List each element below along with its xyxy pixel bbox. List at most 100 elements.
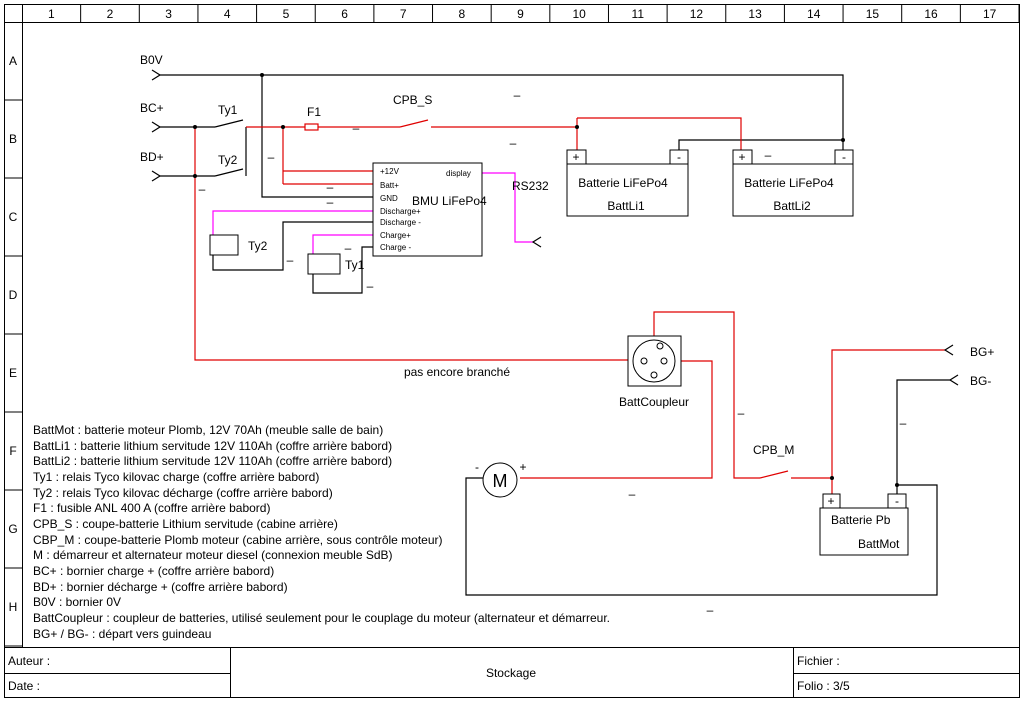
- wire-mark: –: [327, 195, 334, 209]
- terminal-rs232-symbol: [531, 236, 542, 248]
- legend-line: BD+ : bornier décharge + (coffre arrière…: [33, 580, 288, 594]
- column-number: 3: [165, 7, 172, 21]
- legend-line: M : démarreur et alternateur moteur dies…: [33, 548, 393, 562]
- row-letter: E: [9, 366, 17, 380]
- battery-box: [819, 507, 909, 556]
- battery-plus-sign: +: [827, 494, 834, 508]
- wire-motor-minus: [465, 477, 938, 596]
- fuse-f1-symbol: [304, 123, 319, 131]
- bmu-pin-display: display: [446, 169, 471, 178]
- battery-box: [566, 163, 689, 217]
- wire-bmu-gnd: [261, 75, 373, 198]
- legend-line: F1 : fusible ANL 400 A (coffre arrière b…: [33, 501, 270, 515]
- ground-wires: [160, 74, 950, 596]
- wire-display-rs232: [482, 172, 533, 243]
- column-number: 5: [283, 7, 290, 21]
- switch-cpb-s-label: CPB_S: [393, 93, 432, 107]
- relay-coil-ty1-box: [307, 253, 341, 275]
- motor-symbol: M: [493, 471, 508, 491]
- motor: M + -: [475, 460, 527, 498]
- power-wires: [194, 117, 945, 498]
- column-number: 11: [632, 7, 645, 21]
- switch-ty1-blade: [214, 119, 244, 128]
- wire-mark: –: [900, 416, 907, 430]
- signal-wires: [212, 172, 533, 254]
- column-number: 12: [690, 7, 704, 21]
- wire-discharge-plus: [212, 210, 373, 235]
- not-connected-note: pas encore branché: [404, 365, 510, 379]
- row-letter: A: [9, 54, 17, 68]
- column-number: 8: [459, 7, 466, 21]
- wire-mark: –: [510, 136, 517, 150]
- column-number: 9: [517, 7, 524, 21]
- title-block: Auteur : Date : Stockage Fichier : Folio…: [8, 654, 850, 693]
- column-number: 15: [866, 7, 880, 21]
- row-letter: B: [9, 132, 17, 146]
- switch-ty2-blade: [214, 168, 244, 177]
- junction-dots: [193, 73, 899, 487]
- battery-minus-sign: -: [895, 494, 899, 508]
- legend-line: Ty2 : relais Tyco kilovac décharge (coff…: [33, 486, 333, 500]
- junction-dot: [575, 125, 579, 129]
- battery-name-label: BattMot: [858, 537, 900, 551]
- relay-coil-ty2: Ty2: [209, 234, 268, 256]
- junction-dot: [841, 138, 845, 142]
- sheet-title: Stockage: [486, 666, 536, 680]
- motor-circle: [482, 462, 518, 498]
- terminal-bg-plus-symbol: [943, 344, 954, 356]
- battery-plus-terminal: [566, 149, 587, 165]
- switch-cpb-s-blade: [399, 119, 429, 128]
- coupler-pin: [660, 357, 668, 365]
- bmu-pin-charge-minus: Charge -: [380, 243, 411, 252]
- relay-coil-ty2-label: Ty2: [248, 239, 268, 253]
- battery-battmot: + - Batterie Pb BattMot: [819, 493, 909, 556]
- switch-cpb-m-label: CPB_M: [753, 443, 794, 457]
- wire-mark: –: [353, 121, 360, 135]
- terminal-bd-plus-symbol: [151, 170, 162, 182]
- wire-mark: –: [327, 180, 334, 194]
- motor-minus-sign: -: [475, 460, 479, 474]
- coupler-pin: [650, 371, 658, 379]
- battery-box: [732, 163, 854, 217]
- fuse-f1-label: F1: [307, 105, 321, 119]
- junction-dot: [895, 483, 899, 487]
- row-letter: G: [8, 522, 17, 536]
- bmu-pin-charge-plus: Charge+: [380, 231, 411, 240]
- terminal-bg-plus-label: BG+: [970, 345, 994, 359]
- battery-battli2: + - Batterie LiFePo4 BattLi2: [732, 149, 854, 217]
- wire-mark: –: [367, 279, 374, 293]
- wire-mark: –: [707, 603, 714, 617]
- wire-mark: –: [738, 406, 745, 420]
- coupler-label: BattCoupleur: [619, 395, 689, 409]
- bmu-title: BMU LiFePo4: [412, 194, 487, 208]
- wire-mark: –: [629, 487, 636, 501]
- wire-motor-plus: [520, 360, 713, 479]
- wire-mark: –: [345, 241, 352, 255]
- bmu-pin-12v: +12V: [380, 167, 400, 176]
- legend-line: Ty1 : relais Tyco kilovac charge (coffre…: [33, 470, 319, 484]
- motor-plus-sign: +: [519, 460, 526, 474]
- switch-ty2-label: Ty2: [218, 153, 238, 167]
- battery-minus-terminal: [887, 493, 907, 509]
- coupler-pin: [640, 357, 648, 365]
- folio-label: Folio : 3/5: [797, 679, 850, 693]
- column-number: 2: [107, 7, 114, 21]
- column-number: 14: [807, 7, 821, 21]
- wire-b0v: [160, 74, 844, 150]
- legend-line: BattMot : batterie moteur Plomb, 12V 70A…: [33, 423, 383, 437]
- junction-dot: [193, 125, 197, 129]
- switch-cpb-m-blade: [759, 470, 789, 479]
- wire-coupler-to-cpb-m: [653, 311, 760, 479]
- junction-dot: [281, 125, 285, 129]
- relay-coil-ty1-label: Ty1: [345, 258, 365, 272]
- terminal-bg-minus-label: BG-: [970, 374, 991, 388]
- terminal-bd-plus-label: BD+: [140, 150, 164, 164]
- sheet-frame: [4, 4, 1020, 698]
- junction-dot: [193, 174, 197, 178]
- wire-bg-minus: [896, 379, 950, 494]
- coupler-pin: [656, 342, 664, 350]
- battery-plus-sign: +: [572, 150, 579, 164]
- terminal-symbols: [151, 69, 959, 386]
- terminal-bc-plus-symbol: [151, 121, 162, 133]
- wire-charge-plus: [312, 234, 373, 254]
